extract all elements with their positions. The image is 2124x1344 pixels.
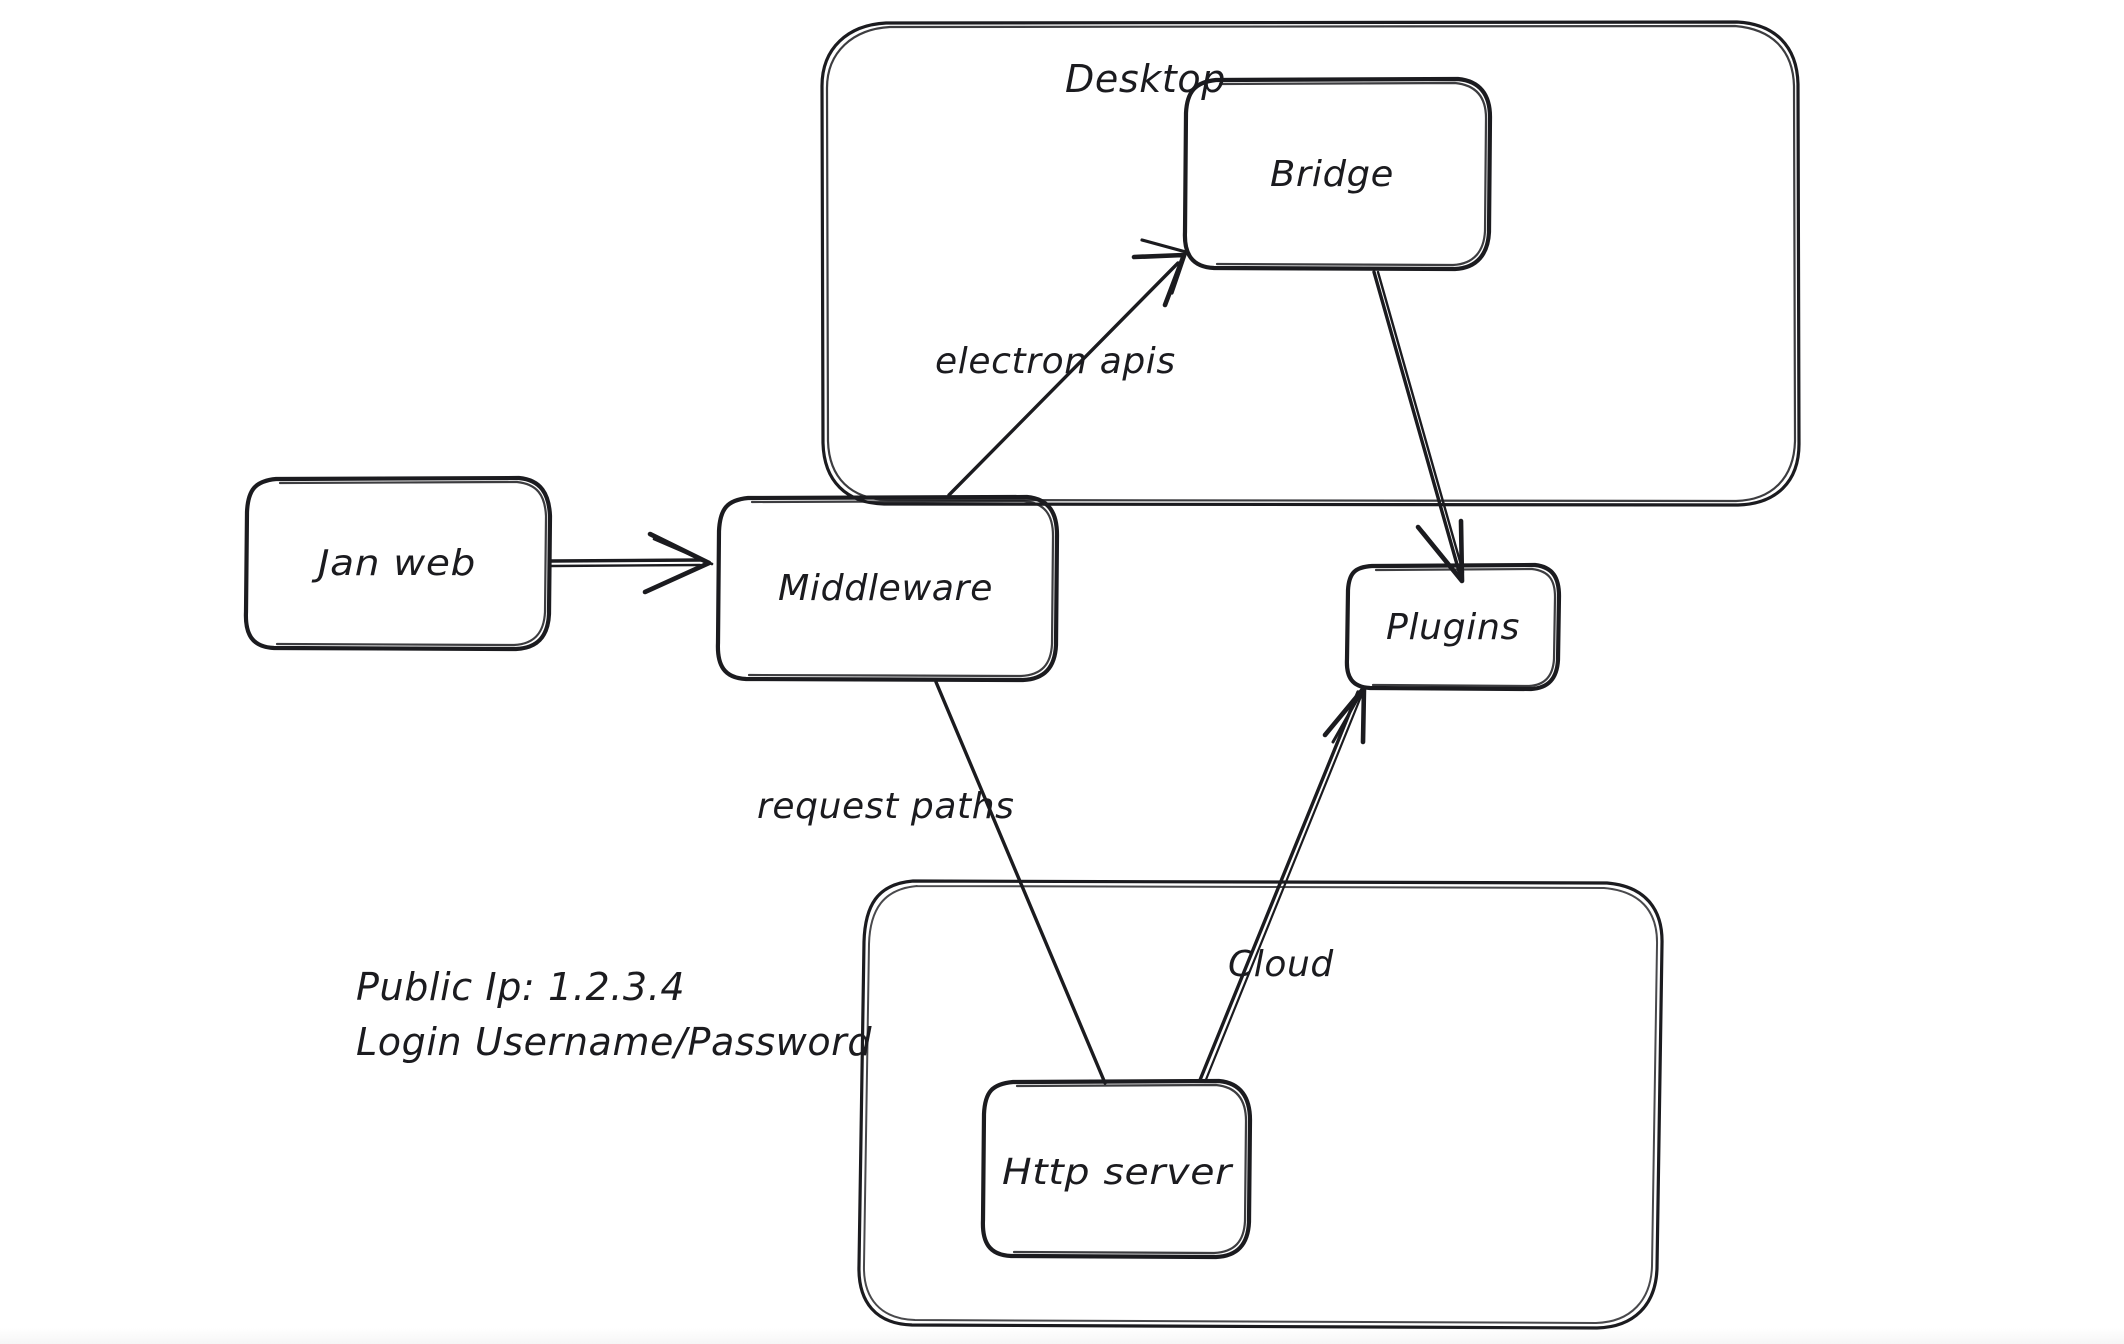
edge-arrowhead-echo <box>652 537 714 566</box>
node-middleware[interactable]: Middleware <box>715 494 1060 683</box>
node-bridge[interactable]: Bridge <box>1182 76 1493 272</box>
node-label-bridge: Bridge <box>1270 154 1394 195</box>
node-outline <box>980 1078 1253 1260</box>
edge-arrowhead-echo <box>1140 238 1188 295</box>
edge-line-echo <box>1203 692 1364 1084</box>
node-label-jan-web: Jan web <box>311 543 476 584</box>
edge-middleware-to-http[interactable]: request paths <box>757 680 1107 1085</box>
node-outline-echo <box>747 499 1055 678</box>
edge-label-cloud: Cloud <box>1228 944 1334 985</box>
edge-arrowhead <box>642 531 712 595</box>
group-desktop[interactable]: Desktop <box>820 20 1801 507</box>
node-plugins[interactable]: Plugins <box>1344 562 1562 692</box>
notes-block: Public Ip: 1.2.3.4 Login Username/Passwo… <box>356 965 872 1064</box>
node-outline-echo <box>1371 567 1557 688</box>
edge-line <box>1372 270 1462 577</box>
edge-janweb-to-middleware[interactable] <box>549 531 714 595</box>
group-label-desktop: Desktop <box>1065 57 1226 101</box>
edge-bridge-to-plugins[interactable] <box>1372 270 1465 584</box>
desktop-container-outline-echo <box>825 24 1797 503</box>
edge-line <box>934 680 1107 1085</box>
node-outline <box>1344 562 1562 692</box>
node-outline <box>715 494 1060 683</box>
node-label-plugins: Plugins <box>1386 607 1520 648</box>
edge-arrowhead-echo <box>1331 689 1364 744</box>
edge-http-to-plugins[interactable]: Cloud <box>1198 685 1367 1084</box>
node-http-server[interactable]: Http server <box>980 1078 1253 1260</box>
edge-line <box>549 558 704 563</box>
cloud-container-outline-echo <box>862 885 1659 1324</box>
node-outline-echo <box>275 480 548 647</box>
cloud-container-outline <box>857 879 1664 1330</box>
edge-middleware-to-bridge[interactable]: electron apis <box>935 238 1188 497</box>
group-cloud[interactable] <box>857 879 1664 1330</box>
node-outline-echo <box>1012 1083 1248 1255</box>
node-label-middleware: Middleware <box>778 568 993 609</box>
node-outline <box>1182 76 1493 272</box>
node-outline-echo <box>1215 81 1488 267</box>
edge-label-electron-apis: electron apis <box>935 341 1176 382</box>
node-label-http-server: Http server <box>1002 1152 1234 1193</box>
edge-line-echo <box>1376 270 1465 574</box>
node-jan-web[interactable]: Jan web <box>243 475 553 652</box>
edge-line-echo <box>549 563 702 568</box>
desktop-container-outline <box>820 20 1801 507</box>
note-login: Login Username/Password <box>356 1020 872 1064</box>
edge-label-request-paths: request paths <box>757 786 1014 827</box>
edge-line <box>947 261 1180 497</box>
edge-line <box>1198 690 1360 1082</box>
note-public-ip: Public Ip: 1.2.3.4 <box>356 965 685 1009</box>
node-outline <box>243 475 553 652</box>
